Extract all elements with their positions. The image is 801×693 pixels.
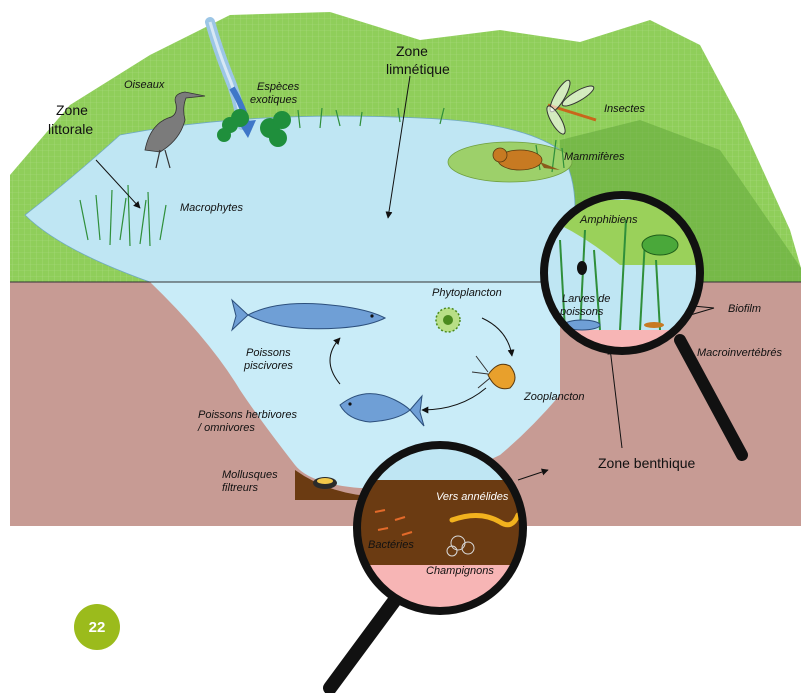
vers-label: Vers annélides xyxy=(436,491,509,503)
biofilm-label: Biofilm xyxy=(728,303,761,315)
zone-benthique-label: Zone benthique xyxy=(598,455,696,471)
champignons-label: Champignons xyxy=(426,565,494,577)
amphibiens-label: Amphibiens xyxy=(579,214,638,226)
phytoplankton-icon xyxy=(436,308,460,332)
mammiferes-label: Mammifères xyxy=(564,151,625,163)
macrophytes-label: Macrophytes xyxy=(180,202,243,214)
bacteries-label: Bactéries xyxy=(368,539,414,551)
phytoplancton-label: Phytoplancton xyxy=(432,287,502,299)
insectes-label: Insectes xyxy=(604,103,645,115)
oiseaux-label: Oiseaux xyxy=(124,79,165,91)
page-number-badge: 22 xyxy=(74,604,120,650)
especes-exotiques-label: Espèces exotiques xyxy=(250,81,302,106)
zooplancton-label: Zooplancton xyxy=(523,391,585,403)
macroinvertebres-label: Macroinvertébrés xyxy=(697,347,782,359)
page-number: 22 xyxy=(89,619,106,636)
mussel-icon xyxy=(313,477,337,489)
poissons-piscivores-label: Poissons piscivores xyxy=(243,347,294,372)
